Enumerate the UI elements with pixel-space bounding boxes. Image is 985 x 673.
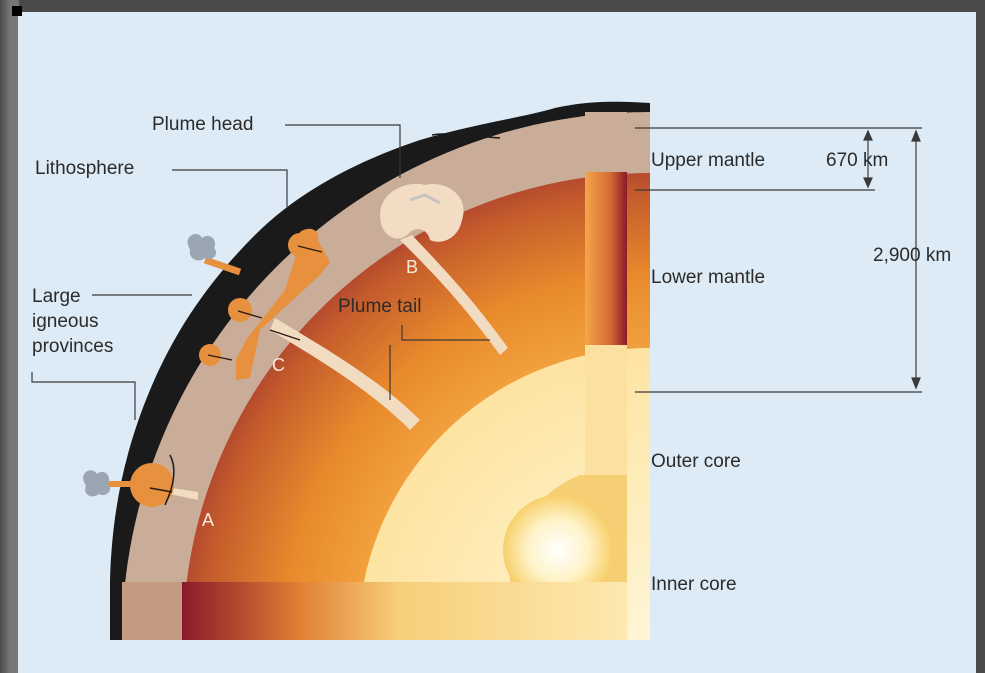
label-outer-core: Outer core xyxy=(651,451,741,473)
label-inner-core: Inner core xyxy=(651,574,737,596)
label-lithosphere: Lithosphere xyxy=(35,158,134,180)
label-upper-mantle: Upper mantle xyxy=(651,150,765,172)
label-lip-line1: Large xyxy=(32,286,81,308)
label-point-c: C xyxy=(272,355,285,376)
label-lip-line3: provinces xyxy=(32,336,113,358)
smoke-puff-lower xyxy=(83,470,110,496)
label-depth-2900: 2,900 km xyxy=(873,245,951,267)
label-point-b: B xyxy=(406,257,418,278)
label-plume-head: Plume head xyxy=(152,114,253,136)
label-plume-tail: Plume tail xyxy=(338,296,421,318)
smoke-puff-upper xyxy=(188,234,217,260)
label-lip-line2: igneous xyxy=(32,311,99,333)
cut-face-bottom xyxy=(122,582,627,640)
label-depth-670: 670 km xyxy=(826,150,888,172)
label-point-a: A xyxy=(202,510,214,531)
label-lower-mantle: Lower mantle xyxy=(651,267,765,289)
